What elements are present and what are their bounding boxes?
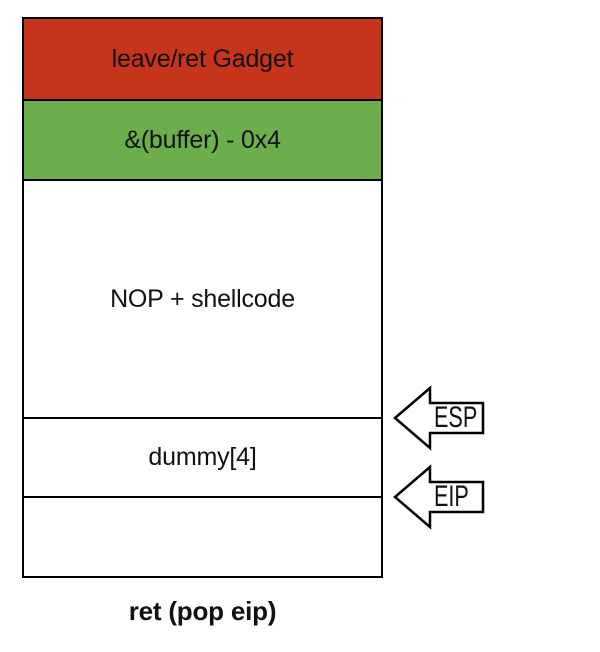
left-arrow-icon [393, 385, 485, 451]
stack-cell-dummy: dummy[4] [24, 419, 381, 498]
stack-frame-box: leave/ret Gadget &(buffer) - 0x4 NOP + s… [22, 17, 383, 578]
stack-cell-empty [24, 498, 381, 576]
stack-cell-buffer-address: &(buffer) - 0x4 [24, 101, 381, 181]
stack-caption: ret (pop eip) [128, 596, 277, 626]
esp-label: ESP [434, 401, 478, 434]
stack-cell-leave-ret-gadget: leave/ret Gadget [24, 19, 381, 101]
eip-label: EIP [434, 480, 469, 513]
eip-pointer: EIP [392, 463, 486, 531]
stack-cell-nop-shellcode: NOP + shellcode [24, 181, 381, 419]
esp-pointer: ESP [392, 384, 486, 452]
stack-cell-label: leave/ret Gadget [111, 44, 294, 73]
stack-cell-label: &(buffer) - 0x4 [124, 125, 281, 154]
stack-cell-label: dummy[4] [148, 443, 257, 471]
stack-cell-label: NOP + shellcode [110, 284, 295, 313]
left-arrow-icon [393, 464, 485, 530]
